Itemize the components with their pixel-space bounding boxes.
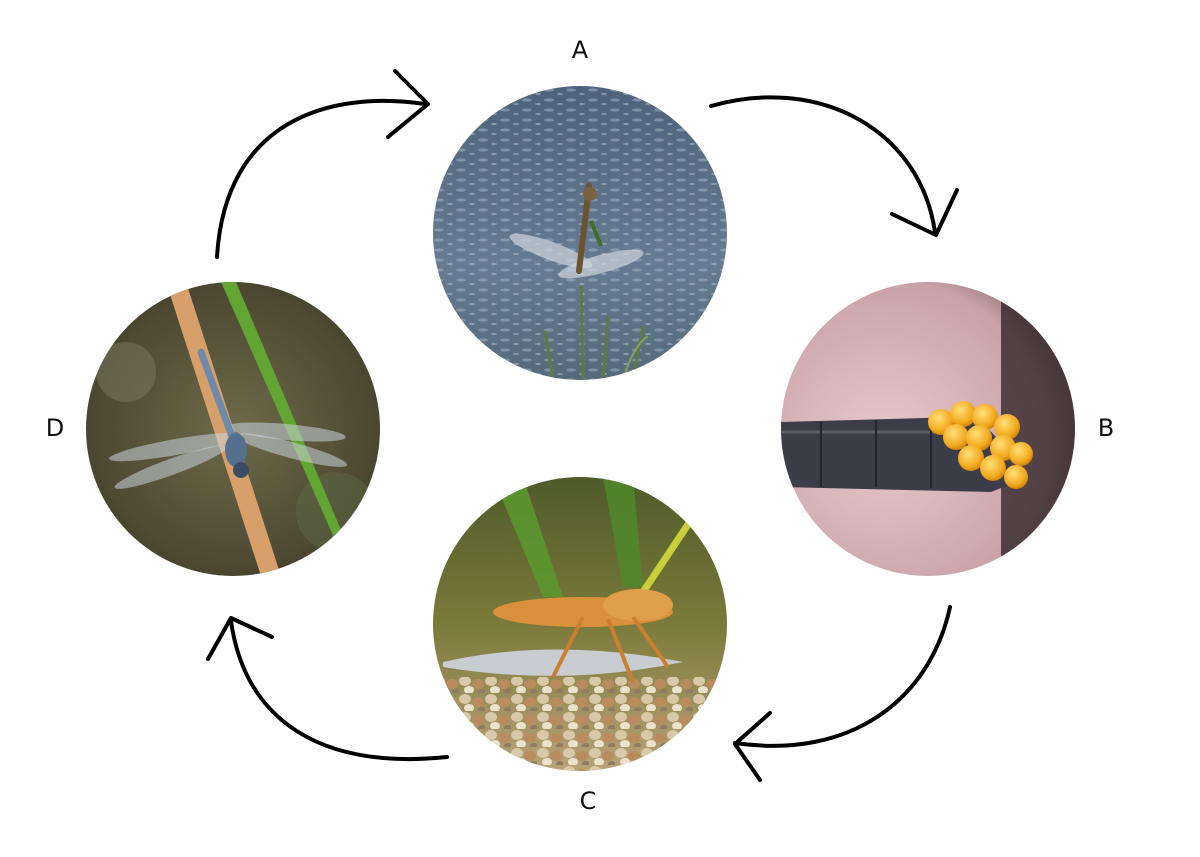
stage-b-photo [781, 282, 1075, 576]
arrow-a-to-b [709, 95, 937, 234]
stage-label-c: C [579, 787, 597, 815]
stage-label-b: B [1097, 414, 1115, 442]
arrow-b-to-c [733, 605, 952, 748]
arrow-a-to-b-head [890, 188, 959, 237]
arrow-b-to-c-head [733, 711, 772, 782]
arrow-c-to-d [229, 619, 449, 762]
arrow-d-to-a [215, 98, 427, 259]
arrow-d-to-a-head [386, 69, 430, 139]
arrow-c-to-d-head [206, 616, 274, 661]
stage-a-photo [433, 86, 727, 380]
stage-label-d: D [45, 414, 65, 442]
stage-d-photo [86, 282, 380, 576]
stage-label-a: A [571, 36, 589, 64]
